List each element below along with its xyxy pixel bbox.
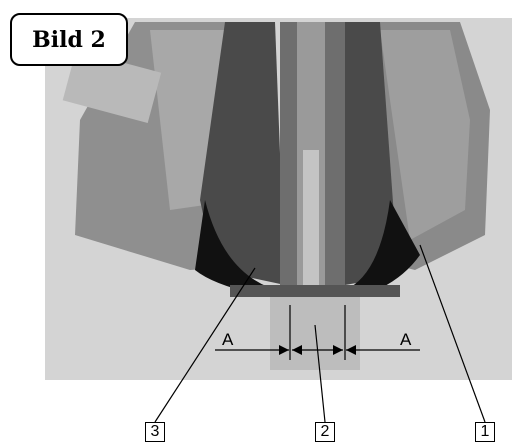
- left-guide: [195, 200, 290, 300]
- right-guide: [345, 200, 420, 300]
- left-hinge: [62, 50, 162, 124]
- right-wedge: [335, 22, 395, 285]
- callout-1: 1: [475, 422, 495, 442]
- dim-arrowhead-center-r: [333, 345, 343, 355]
- dim-arrowhead-left: [279, 345, 289, 355]
- bottom-bar: [230, 285, 400, 297]
- callout-2: 2: [315, 422, 335, 442]
- dimension-label-left: A: [222, 330, 234, 349]
- leader-2: [314, 324, 326, 423]
- dimension-label-right: A: [400, 330, 412, 349]
- right-plate-highlight: [380, 30, 470, 240]
- figure-title-box: Bild 2: [10, 13, 128, 66]
- figure-title: Bild 2: [32, 26, 106, 53]
- callout-3: 3: [145, 422, 165, 442]
- leader-1: [419, 244, 486, 423]
- dim-arrowhead-center-l: [292, 345, 302, 355]
- dim-arrowhead-right: [346, 345, 356, 355]
- left-wedge: [200, 22, 285, 285]
- leader-3: [154, 267, 256, 423]
- center-rail-highlight: [303, 150, 319, 300]
